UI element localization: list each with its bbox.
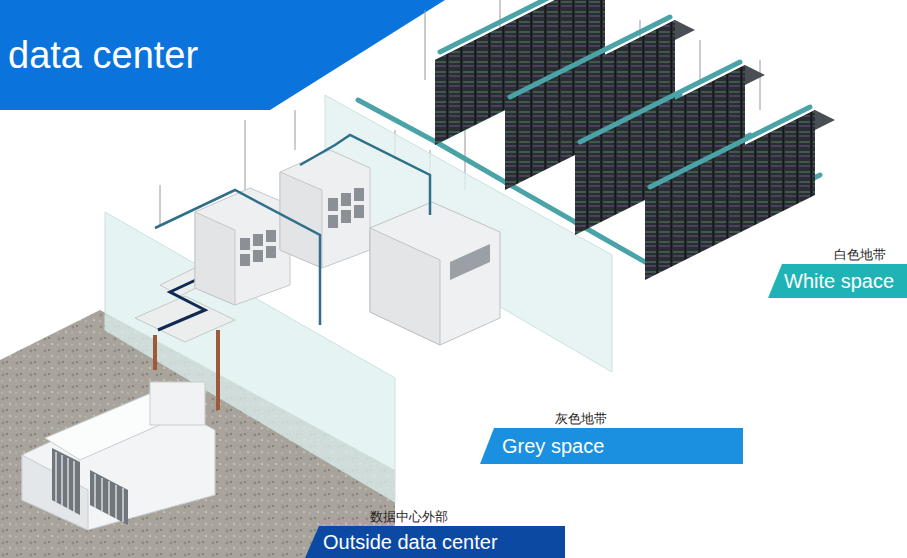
chinese-label: 数据中心外部 (305, 508, 565, 526)
pipe (155, 190, 320, 325)
cable-tray (440, 0, 810, 187)
outdoor-unit (22, 382, 215, 530)
region-label: 灰色地带Grey space (480, 410, 743, 464)
ups-cabinet (370, 202, 500, 345)
region-label: 数据中心外部Outside data center (305, 508, 565, 558)
english-label: White space (768, 264, 907, 298)
cooling-unit (280, 150, 370, 268)
region-label: 白色地带White space (768, 246, 907, 298)
pipe (300, 135, 430, 215)
cooling-unit (195, 188, 290, 305)
title-banner (0, 0, 445, 110)
chinese-label: 灰色地带 (480, 410, 743, 428)
english-label: Outside data center (305, 526, 565, 558)
title: data center (8, 34, 198, 77)
english-label: Grey space (480, 428, 743, 464)
chinese-label: 白色地带 (768, 246, 907, 264)
server-row (645, 110, 835, 280)
